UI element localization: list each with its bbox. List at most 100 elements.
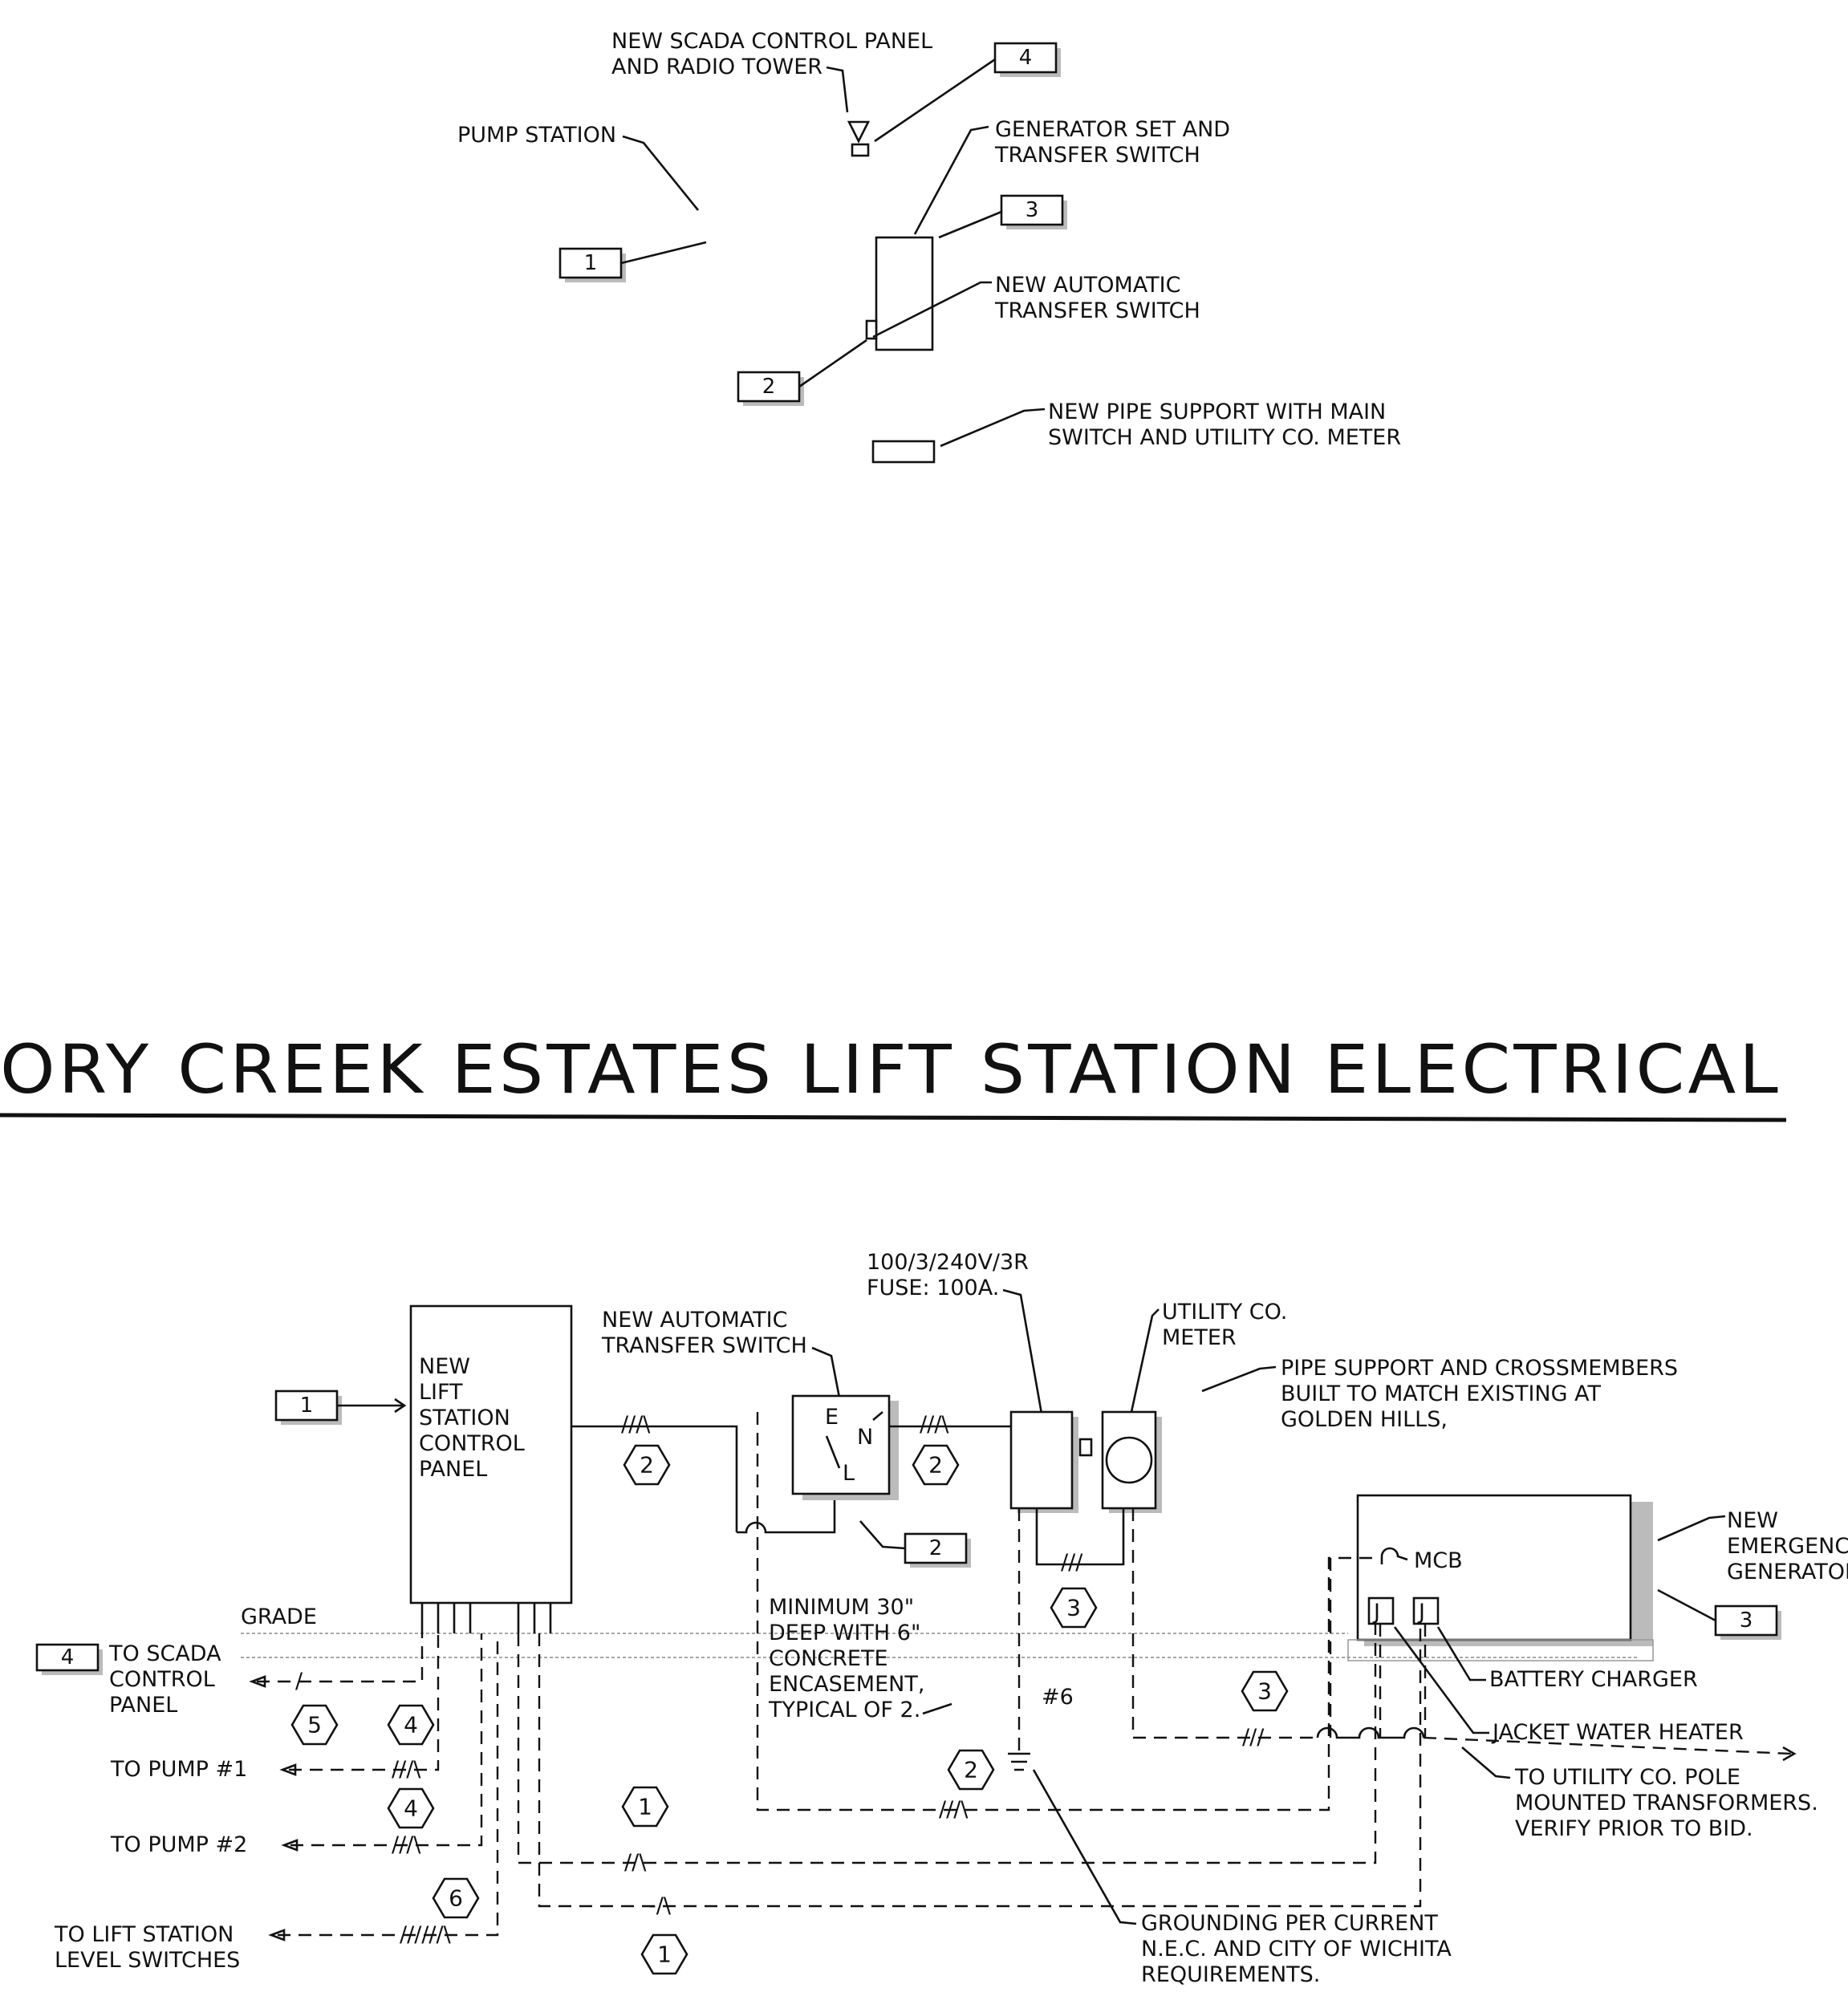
junction-box-2 [1412, 1596, 1440, 1625]
grounding-note-2: N.E.C. AND CITY OF WICHITA [1141, 1937, 1452, 1962]
battery-charger-label: BATTERY CHARGER [1489, 1667, 1698, 1692]
panel-label-1: NEW [419, 1354, 470, 1379]
scada-destination-label-2: CONTROL [109, 1667, 215, 1692]
level-switches-label-1: TO LIFT STATION [54, 1922, 234, 1947]
hex-tag-3-b: 3 [1241, 1670, 1289, 1712]
tag-2-site: 2 [737, 371, 804, 406]
ats-label-line2: TRANSFER SWITCH [994, 298, 1200, 323]
pump-1-circuit [289, 1633, 440, 1771]
feeder-ticks-2: ///\ [920, 1412, 949, 1437]
level-switch-arrow [268, 1929, 286, 1941]
hex-tag-4-a: 4 [387, 1704, 435, 1746]
meter-leader [1130, 1308, 1160, 1413]
generator-set-symbol [875, 236, 934, 351]
disconnect-leader [1002, 1288, 1043, 1414]
disconnect-rating-label-1: 100/3/240V/3R [867, 1250, 1029, 1275]
site-plan: NEW SCADA CONTROL PANEL AND RADIO TOWER … [457, 29, 1401, 464]
lift-station-control-panel [409, 1304, 573, 1605]
scada-label-line2: AND RADIO TOWER [611, 55, 822, 79]
svg-text:3: 3 [1026, 198, 1039, 222]
svg-text:4: 4 [61, 1645, 75, 1669]
utility-meter-dial [1105, 1436, 1153, 1484]
meter-label-2: METER [1162, 1325, 1237, 1350]
generator-control-circuit-2 [538, 1624, 1422, 1908]
svg-text:6: 6 [449, 1885, 463, 1912]
one-line-diagram: NEW LIFT STATION CONTROL PANEL 1 ///\ 2 … [35, 1250, 1848, 1987]
generator-label-3: GENERATOR [1727, 1560, 1848, 1584]
hex-tag-3-a: 3 [1050, 1587, 1098, 1629]
pump-2-arrow [281, 1839, 299, 1852]
hex-tag-4-b: 4 [387, 1787, 435, 1829]
ats-leader [872, 281, 992, 339]
svg-text:1: 1 [300, 1394, 314, 1418]
utility-note-leader [1461, 1746, 1511, 1779]
service-conductor [1131, 1508, 1318, 1739]
grounding-note-3: REQUIREMENTS. [1141, 1962, 1320, 1987]
ground-wire-size: #6 [1042, 1685, 1074, 1710]
pump-2-ticks: ///\ [392, 1832, 421, 1857]
pump-1-ticks: ///\ [392, 1757, 421, 1782]
svg-text:2: 2 [928, 1452, 943, 1479]
encasement-arrow [922, 1702, 952, 1715]
pump-2-circuit [290, 1633, 483, 1847]
generator-drops [1329, 1558, 1427, 1738]
pump-1-arrow [279, 1763, 297, 1776]
level-switch-ticks: //////\ [400, 1922, 452, 1947]
mcb-breaker-symbol [1380, 1547, 1408, 1564]
generator-mcb-label: MCB [1414, 1548, 1463, 1573]
ground-symbol [1008, 1752, 1030, 1771]
ats-label-line1: NEW AUTOMATIC [995, 273, 1181, 298]
utility-note-3: VERIFY PRIOR TO BID. [1515, 1816, 1753, 1841]
tag-3-diagram-leader [1657, 1588, 1716, 1622]
grounding-note-1: GROUNDING PER CURRENT [1141, 1911, 1438, 1936]
encasement-note-3: CONCRETE [769, 1646, 888, 1671]
generator-label-2: EMERGENCY [1727, 1534, 1848, 1559]
panel-to-ats-feeder [571, 1425, 738, 1532]
pipe-support-diagram-label-2: BUILT TO MATCH EXISTING AT [1281, 1381, 1601, 1406]
level-switch-circuit [278, 1633, 499, 1937]
pipe-support-diagram-leader [1201, 1365, 1277, 1393]
encasement-note-5: TYPICAL OF 2. [768, 1698, 920, 1722]
svg-text:1: 1 [638, 1794, 652, 1820]
ats-switch-contact [872, 1411, 883, 1421]
pipe-support-leader [940, 408, 1046, 448]
tag-1-leader [620, 241, 707, 265]
svg-text:4: 4 [1019, 46, 1033, 70]
panel-label-2: LIFT [419, 1380, 463, 1405]
main-disconnect-switch [1009, 1410, 1074, 1510]
jacket-heater-leader [1393, 1626, 1489, 1734]
tag-3-leader [938, 210, 1002, 239]
generator-leader [913, 125, 989, 235]
automatic-transfer-switch [791, 1394, 891, 1495]
svg-text:4: 4 [404, 1712, 418, 1738]
hex-tag-1-a: 1 [621, 1786, 669, 1828]
meter-label-1: UTILITY CO. [1162, 1300, 1287, 1325]
hex-tag-1-b: 1 [640, 1933, 688, 1975]
jacket-heater-label: JACKET WATER HEATER [1491, 1720, 1744, 1745]
svg-text:1: 1 [584, 251, 598, 275]
ats-gen-feeder-ticks: ///\ [939, 1797, 969, 1822]
ats-terminal-l: L [843, 1461, 855, 1486]
scada-circuit [257, 1633, 424, 1683]
panel-label-4: CONTROL [419, 1431, 525, 1456]
service-arrowhead [1782, 1746, 1797, 1762]
scada-circuit-tick: / [295, 1669, 303, 1694]
hex-tag-2-b: 2 [912, 1444, 960, 1486]
pipe-support-label-line1: NEW PIPE SUPPORT WITH MAIN [1048, 400, 1386, 424]
tag-1-site: 1 [558, 247, 626, 282]
hex-tag-5: 5 [290, 1704, 339, 1746]
tag-2-diagram: 2 [904, 1532, 971, 1568]
svg-text:3: 3 [1740, 1609, 1753, 1633]
pipe-support-diagram-label-3: GOLDEN HILLS, [1281, 1407, 1448, 1432]
svg-text:3: 3 [1257, 1678, 1272, 1705]
svg-text:2: 2 [964, 1757, 978, 1783]
scada-label-line1: NEW SCADA CONTROL PANEL [611, 29, 932, 54]
grade-label: GRADE [241, 1605, 317, 1629]
utility-note-2: MOUNTED TRANSFORMERS. [1515, 1791, 1818, 1815]
scada-leader [826, 66, 849, 113]
ats-terminal-n: N [857, 1425, 873, 1450]
svg-text:2: 2 [929, 1536, 943, 1560]
pump-station-label: PUMP STATION [457, 123, 616, 148]
control-circuit-2-ticks: -/\ [648, 1893, 672, 1918]
